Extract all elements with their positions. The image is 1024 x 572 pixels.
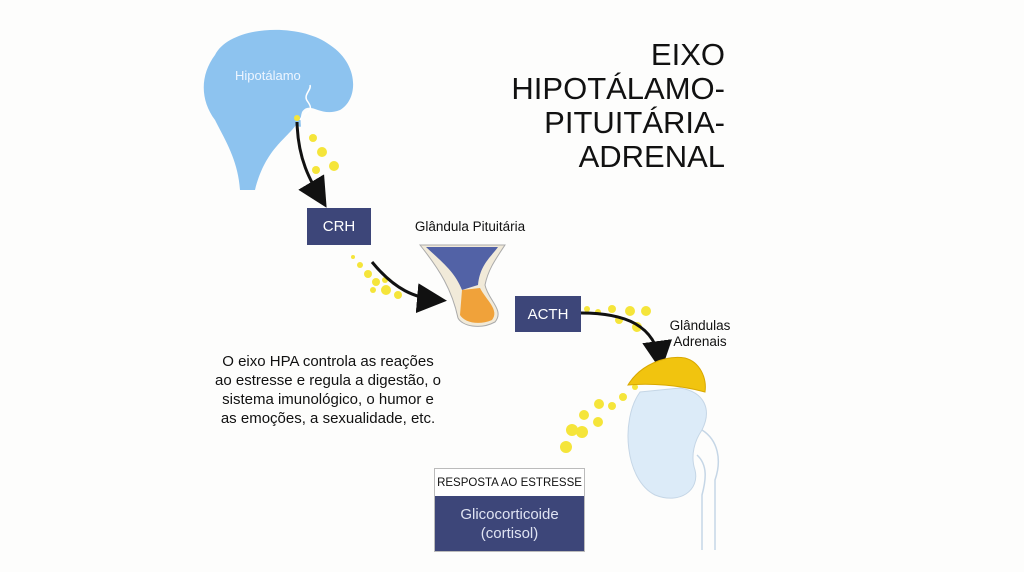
adrenal-gland xyxy=(627,356,706,393)
title-line: EIXO xyxy=(650,37,725,72)
description-line: sistema imunológico, o humor e xyxy=(222,391,434,408)
cortisol-line: (cortisol) xyxy=(480,524,539,542)
title-line: HIPOTÁLAMO- xyxy=(511,71,725,106)
description-line: as emoções, a sexualidade, etc. xyxy=(220,410,436,427)
crh-box: CRH xyxy=(307,208,371,245)
ureter xyxy=(696,429,719,550)
kidney-shape xyxy=(627,387,707,499)
arrow-crh-pituitary xyxy=(370,261,447,314)
adrenal-label-line: Glândulas xyxy=(669,318,731,333)
adrenal-label: Glândulas Adrenais xyxy=(660,318,740,350)
cortisol-box: Glicocorticoide (cortisol) xyxy=(435,496,584,551)
brain-shape xyxy=(203,29,354,190)
pituitary-label: Glândula Pituitária xyxy=(414,219,526,234)
hypothalamus-stalk xyxy=(299,84,312,121)
cortisol-line: Glicocorticoide xyxy=(460,505,559,523)
arrow-brain-crh xyxy=(295,121,327,208)
adrenal-label-line: Adrenais xyxy=(673,334,727,349)
pituitary-gland xyxy=(418,244,506,327)
hormone-dots-crh xyxy=(294,115,402,299)
title-line: ADRENAL xyxy=(578,139,725,174)
stress-response-header: RESPOSTA AO ESTRESSE xyxy=(435,469,584,496)
stress-response-box: RESPOSTA AO ESTRESSE Glicocorticoide (co… xyxy=(434,468,585,552)
description-text: O eixo HPA controla as reações ao estres… xyxy=(203,352,453,428)
title-line: PITUITÁRIA- xyxy=(544,105,725,140)
arrow-acth-adrenal xyxy=(580,311,673,371)
acth-box: ACTH xyxy=(515,296,581,332)
diagram-title: EIXO HIPOTÁLAMO- PITUITÁRIA- ADRENAL xyxy=(500,38,725,174)
description-line: ao estresse e regula a digestão, o xyxy=(215,372,441,389)
description-line: O eixo HPA controla as reações xyxy=(222,353,434,370)
hypothalamus-label: Hipotálamo xyxy=(235,68,301,83)
